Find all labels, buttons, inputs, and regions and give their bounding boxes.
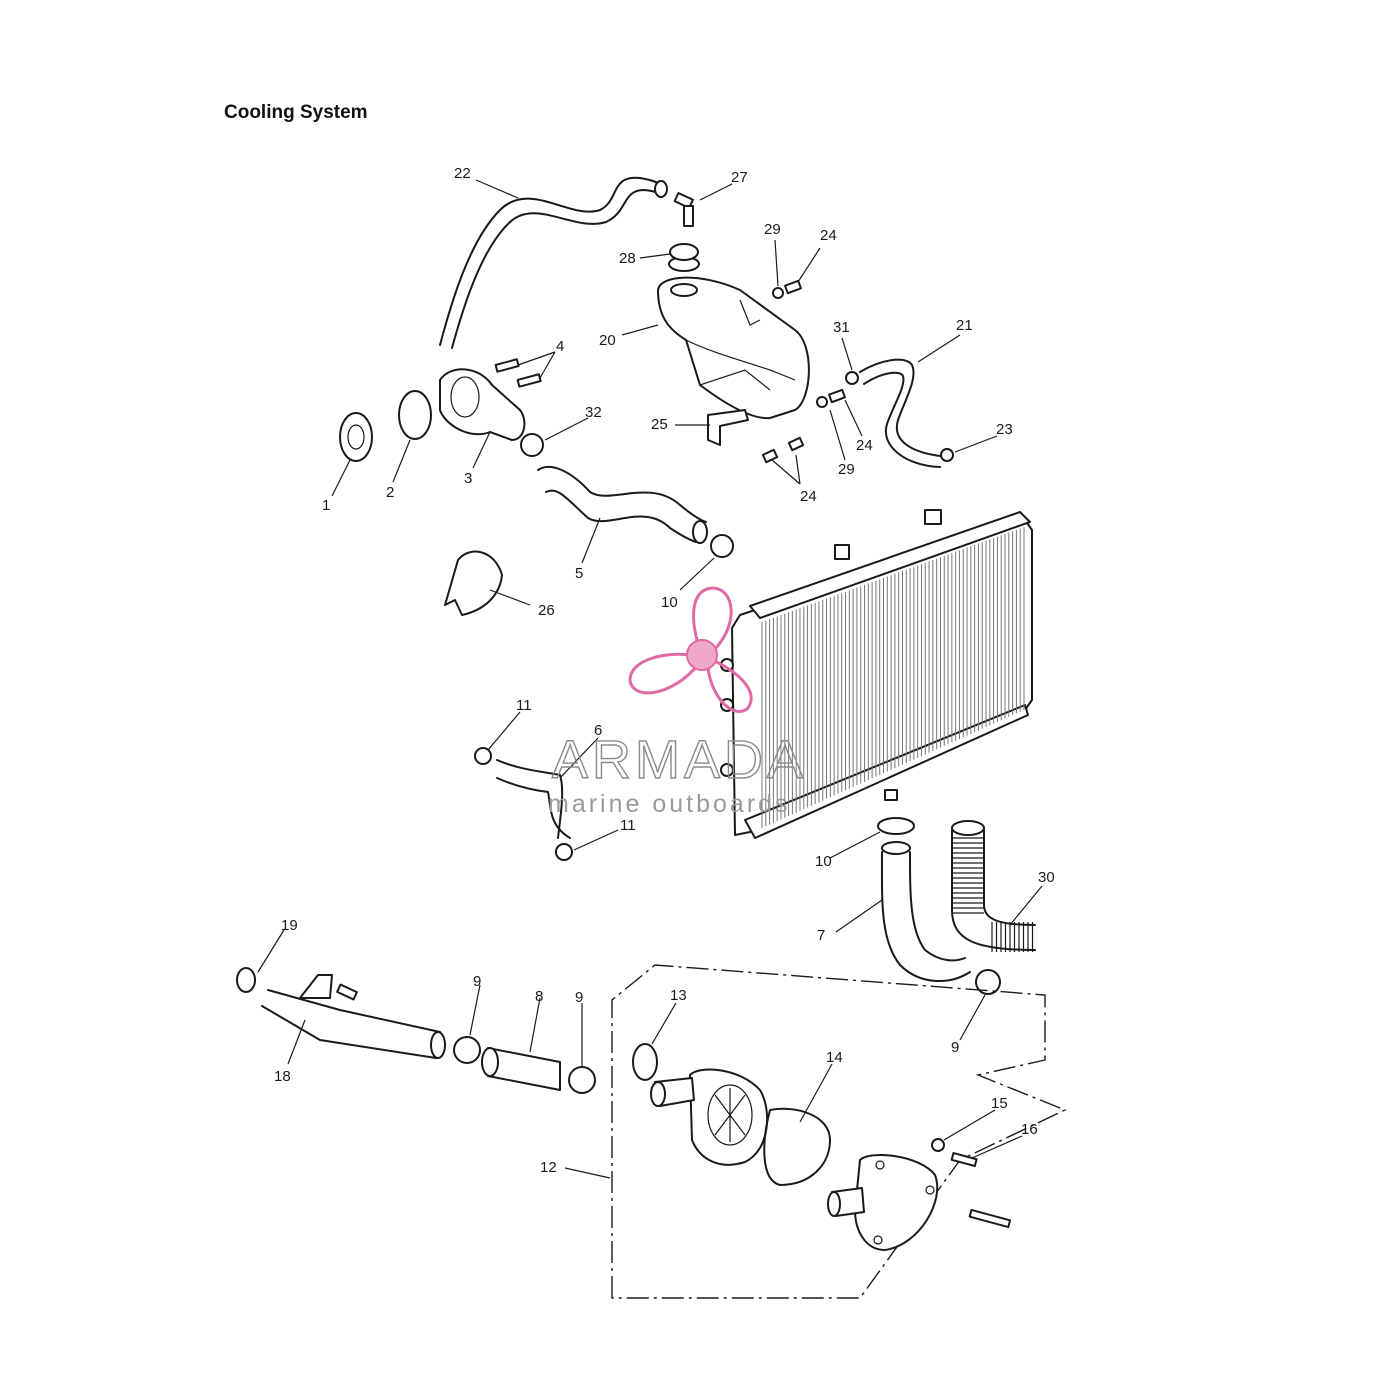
o-ring-13 bbox=[632, 1043, 658, 1081]
pump-cover bbox=[827, 1154, 939, 1251]
cover-plate bbox=[444, 550, 503, 616]
callout-30: 30 bbox=[1038, 869, 1055, 886]
watermark: ARMADA marine outboards bbox=[548, 586, 807, 818]
page-title: Cooling System bbox=[224, 102, 368, 123]
callout-24-lower: 24 bbox=[800, 488, 817, 505]
radiator bbox=[720, 509, 1033, 839]
callout-7: 7 bbox=[817, 927, 825, 944]
callout-21-label: 21 bbox=[956, 317, 973, 334]
coolant-reservoir bbox=[657, 276, 810, 420]
callout-5: 5 bbox=[575, 565, 583, 582]
callout-4: 4 bbox=[556, 338, 564, 355]
callout-29-upper: 29 bbox=[764, 221, 781, 238]
callout-15: 15 bbox=[991, 1095, 1008, 1112]
callout-22: 22 bbox=[454, 165, 471, 182]
hose-clamp-32 bbox=[520, 433, 544, 457]
hose-clamp-11-upper bbox=[474, 747, 492, 765]
reservoir-cap bbox=[668, 243, 700, 272]
elbow-fitting bbox=[673, 191, 694, 227]
pump-washer bbox=[931, 1138, 945, 1152]
callout-23: 23 bbox=[996, 421, 1013, 438]
thermostat bbox=[339, 412, 373, 462]
callout-2: 2 bbox=[386, 484, 394, 501]
callout-12: 12 bbox=[540, 1159, 557, 1176]
upper-radiator-hose bbox=[537, 466, 708, 544]
leader-lines bbox=[257, 179, 1043, 1179]
callout-9-right: 9 bbox=[951, 1039, 959, 1056]
hose-clamp-9-mid bbox=[568, 1066, 596, 1094]
callout-10-upper: 10 bbox=[661, 594, 678, 611]
air-duct bbox=[951, 820, 1036, 952]
callout-25: 25 bbox=[651, 416, 668, 433]
bypass-hose bbox=[496, 759, 571, 839]
hose-clamp-23 bbox=[940, 448, 954, 462]
connector-hose bbox=[481, 1047, 561, 1091]
pump-bolt-upper bbox=[950, 1152, 978, 1168]
callout-29-lower: 29 bbox=[838, 461, 855, 478]
propeller-logo-icon bbox=[628, 586, 753, 713]
callout-14: 14 bbox=[826, 1049, 843, 1066]
pump-bolt-lower bbox=[968, 1208, 1012, 1229]
callout-32: 32 bbox=[585, 404, 602, 421]
pump-gasket bbox=[763, 1107, 831, 1186]
o-ring-19 bbox=[236, 967, 256, 993]
callout-3: 3 bbox=[464, 470, 472, 487]
lower-radiator-hose bbox=[880, 841, 971, 982]
reservoir-hose bbox=[859, 358, 941, 468]
callout-27: 27 bbox=[731, 169, 748, 186]
callout-9-left: 9 bbox=[473, 973, 481, 990]
callout-13: 13 bbox=[670, 987, 687, 1004]
water-pump-body bbox=[650, 1068, 769, 1166]
callout-24-mid: 24 bbox=[856, 437, 873, 454]
hose-clamp-9-right bbox=[975, 969, 1001, 995]
callout-20: 20 bbox=[599, 332, 616, 349]
callout-6: 6 bbox=[594, 722, 602, 739]
overflow-hose bbox=[439, 176, 668, 349]
water-pipe bbox=[261, 974, 446, 1059]
pump-assembly-boundary bbox=[611, 964, 1067, 1299]
callout-31: 31 bbox=[833, 319, 850, 336]
callout-19-label: 19 bbox=[281, 917, 298, 934]
upper-screw bbox=[772, 279, 802, 299]
callout-10-lower: 10 bbox=[815, 853, 832, 870]
callout-11-upper: 11 bbox=[516, 697, 532, 714]
hose-clamp-10-lower bbox=[877, 817, 915, 835]
callout-11-lower: 11 bbox=[620, 817, 636, 834]
lower-screws bbox=[761, 388, 846, 464]
callout-16: 16 bbox=[1021, 1121, 1038, 1138]
callout-8: 8 bbox=[535, 988, 543, 1005]
callout-9-mid: 9 bbox=[575, 989, 583, 1006]
hose-clamp-11-lower bbox=[555, 843, 573, 861]
callout-1: 1 bbox=[322, 497, 330, 514]
callout-28: 28 bbox=[619, 250, 636, 267]
watermark-brand: ARMADA bbox=[552, 730, 807, 790]
callout-24-upper: 24 bbox=[820, 227, 837, 244]
callout-numbers: 22 27 28 29 24 20 31 20 21 23 25 29 24 2… bbox=[274, 165, 1055, 1176]
watermark-tagline: marine outboards bbox=[548, 790, 791, 818]
hose-clamp-9-left bbox=[453, 1036, 481, 1064]
callout-26: 26 bbox=[538, 602, 555, 619]
reservoir-bracket bbox=[707, 409, 749, 446]
thermostat-gasket bbox=[398, 390, 432, 440]
thermostat-housing bbox=[439, 368, 526, 441]
hose-clamp-31 bbox=[845, 371, 859, 385]
housing-bolts bbox=[494, 358, 542, 388]
hose-clamp-10-upper bbox=[710, 534, 734, 558]
callout-18: 18 bbox=[274, 1068, 291, 1085]
